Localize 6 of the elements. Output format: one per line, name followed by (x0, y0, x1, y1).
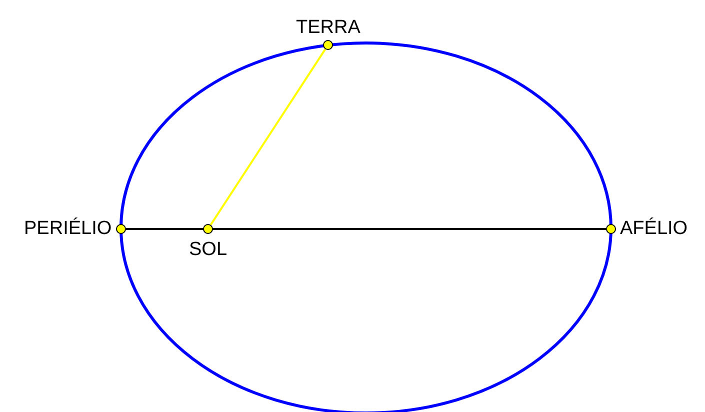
point-label: AFÉLIO (620, 219, 688, 239)
line-segment (210, 48, 326, 226)
point-label: SOL (189, 240, 228, 260)
point-label: TERRA (296, 18, 360, 38)
point-label: PERIÉLIO (24, 219, 112, 239)
line-segment (126, 228, 606, 230)
